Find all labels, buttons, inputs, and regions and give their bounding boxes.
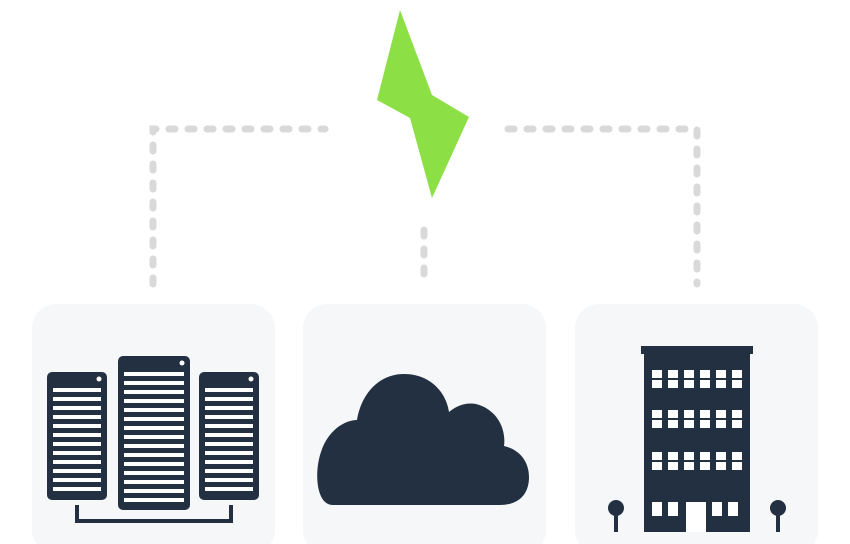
connectors: [149, 125, 701, 288]
office-building-icon: [608, 346, 786, 532]
tree-left: [608, 500, 624, 532]
connector-left: [149, 125, 329, 288]
tree-right: [770, 500, 786, 532]
cloud-icon: [317, 374, 529, 505]
lightning-bolt-icon: [377, 10, 469, 198]
server-rack-icon: [47, 356, 259, 523]
connector-right: [504, 125, 701, 288]
